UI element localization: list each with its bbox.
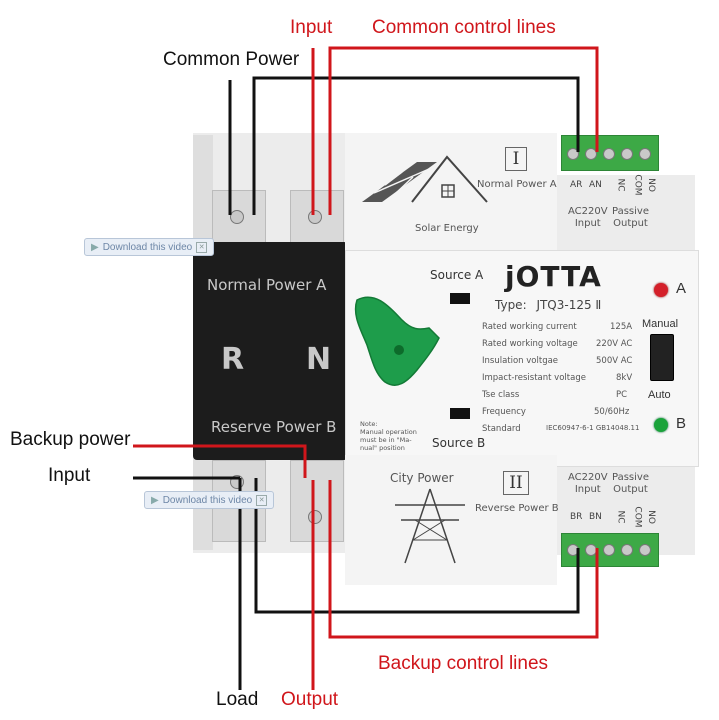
manual-note: Note: Manual operation must be in "Ma- n…: [360, 420, 417, 452]
spec-value-text: 125A: [610, 322, 633, 332]
spec-value-text: 50/60Hz: [594, 407, 630, 417]
spec-name: Rated working voltage: [482, 339, 578, 349]
led-b: [654, 418, 668, 432]
close-icon[interactable]: ✕: [196, 241, 208, 253]
bottom-module-name: Reverse Power B: [475, 503, 559, 514]
normal-power-label: Normal Power A: [207, 276, 327, 294]
top-term-nc: NC: [615, 178, 626, 192]
top-roman-box: I: [505, 147, 527, 171]
spec-row: Rated working current: [482, 322, 577, 332]
solar-energy-caption: Solar Energy: [415, 223, 479, 234]
type-label: Type:: [495, 298, 527, 312]
spec-value: PC: [616, 390, 627, 400]
spec-value-text: PC: [616, 390, 628, 400]
bottom-output-label: Passive Output: [612, 472, 649, 495]
source-b-label: Source B: [432, 436, 486, 450]
spec-name: Rated working current: [482, 322, 577, 332]
manual-auto-switch[interactable]: [650, 334, 674, 381]
bottom-screw-left: [230, 475, 244, 489]
brand-logo: jOTTA: [505, 260, 602, 293]
load-label: Load: [216, 689, 259, 710]
spec-value: 220V AC: [596, 339, 632, 349]
manual-label: Manual: [642, 318, 679, 330]
bottom-term-com: COM: [632, 506, 643, 528]
bottom-term-nc: NC: [615, 510, 626, 524]
play-icon: ▶: [151, 494, 159, 506]
output-label: Output: [281, 689, 339, 710]
spec-name: Tse class: [482, 390, 520, 400]
download-video-badge[interactable]: ▶ Download this video ✕: [144, 491, 275, 509]
bottom-input-label: AC220V Input: [568, 472, 608, 495]
source-selector-knob[interactable]: [347, 290, 447, 400]
top-term-com: COM: [632, 174, 643, 196]
bottom-term-no: NO: [645, 510, 656, 524]
backup-power-label: Backup power: [10, 429, 131, 450]
type-row: Type: JTQ3-125 Ⅱ: [495, 298, 601, 312]
city-power-caption: City Power: [390, 471, 454, 485]
top-input-label: AC220V Input: [568, 206, 608, 229]
spec-value-text: 220V AC: [596, 339, 633, 349]
play-icon: ▶: [91, 241, 99, 253]
bottom-term-br: BR: [570, 512, 583, 522]
power-tower-icon: [395, 488, 465, 564]
input-left-label: Input: [48, 465, 91, 486]
spec-name: Frequency: [482, 407, 526, 417]
bottom-module: City Power II Reverse Power B: [345, 455, 559, 585]
top-term-ar: AR: [570, 180, 583, 190]
spec-row: Standard: [482, 424, 521, 434]
r-label: R: [221, 342, 245, 377]
spec-value: 50/60Hz: [594, 407, 629, 417]
bottom-terminal-right: [290, 460, 344, 542]
led-a: [654, 283, 668, 297]
top-module-name: Normal Power A: [477, 179, 557, 190]
spec-value: 125A: [610, 322, 632, 332]
spec-name: Impact-resistant voltage: [482, 373, 586, 383]
spec-row: Rated working voltage: [482, 339, 578, 349]
common-control-lines-label: Common control lines: [372, 17, 556, 38]
bottom-term-bn: BN: [589, 512, 602, 522]
spec-value: 500V AC: [596, 356, 632, 366]
type-value: JTQ3-125 Ⅱ: [536, 298, 602, 312]
reserve-power-label: Reserve Power B: [211, 418, 337, 436]
bottom-screw-right: [308, 510, 322, 524]
spec-row: Tse class: [482, 390, 519, 400]
input-top-label: Input: [290, 17, 333, 38]
download-video-badge[interactable]: ▶ Download this video ✕: [84, 238, 215, 256]
indicator-a-label: A: [676, 280, 687, 297]
source-a-label: Source A: [430, 268, 484, 282]
main-switch-block: Normal Power A R N Reserve Power B: [193, 242, 348, 460]
top-output-label: Passive Output: [612, 206, 649, 229]
specs-table: Rated working current 125A Rated working…: [482, 322, 639, 440]
spec-row: Frequency: [482, 407, 526, 417]
spec-name: Insulation voltgae: [482, 356, 559, 366]
top-term-an: AN: [589, 180, 602, 190]
n-label: N: [306, 342, 332, 377]
source-a-window: [450, 293, 470, 304]
spec-value-text: 8kV: [616, 373, 633, 383]
auto-label: Auto: [648, 389, 671, 401]
indicator-b-label: B: [676, 415, 687, 432]
top-roman-numeral: I: [512, 149, 520, 169]
spec-row: Impact-resistant voltage: [482, 373, 586, 383]
spec-name: Standard: [482, 424, 521, 434]
spec-value: 8kV: [616, 373, 632, 383]
bottom-roman-numeral: II: [509, 473, 523, 493]
close-icon[interactable]: ✕: [256, 494, 268, 506]
backup-control-lines-label: Backup control lines: [378, 653, 549, 674]
spec-value: IEC60947-6-1 GB14048.11: [546, 424, 639, 432]
top-screw-right: [308, 210, 322, 224]
source-b-window: [450, 408, 470, 419]
top-module: I Normal Power A Solar Energy: [345, 133, 557, 263]
common-power-label: Common Power: [163, 49, 300, 70]
top-term-no: NO: [645, 178, 656, 192]
top-screw-left: [230, 210, 244, 224]
download-video-text: Download this video: [162, 494, 253, 506]
spec-value-text: 500V AC: [596, 356, 633, 366]
spec-row: Insulation voltgae: [482, 356, 558, 366]
bottom-roman-box: II: [503, 471, 529, 495]
download-video-text: Download this video: [102, 241, 193, 253]
spec-value-text: IEC60947-6-1 GB14048.11: [546, 424, 640, 432]
